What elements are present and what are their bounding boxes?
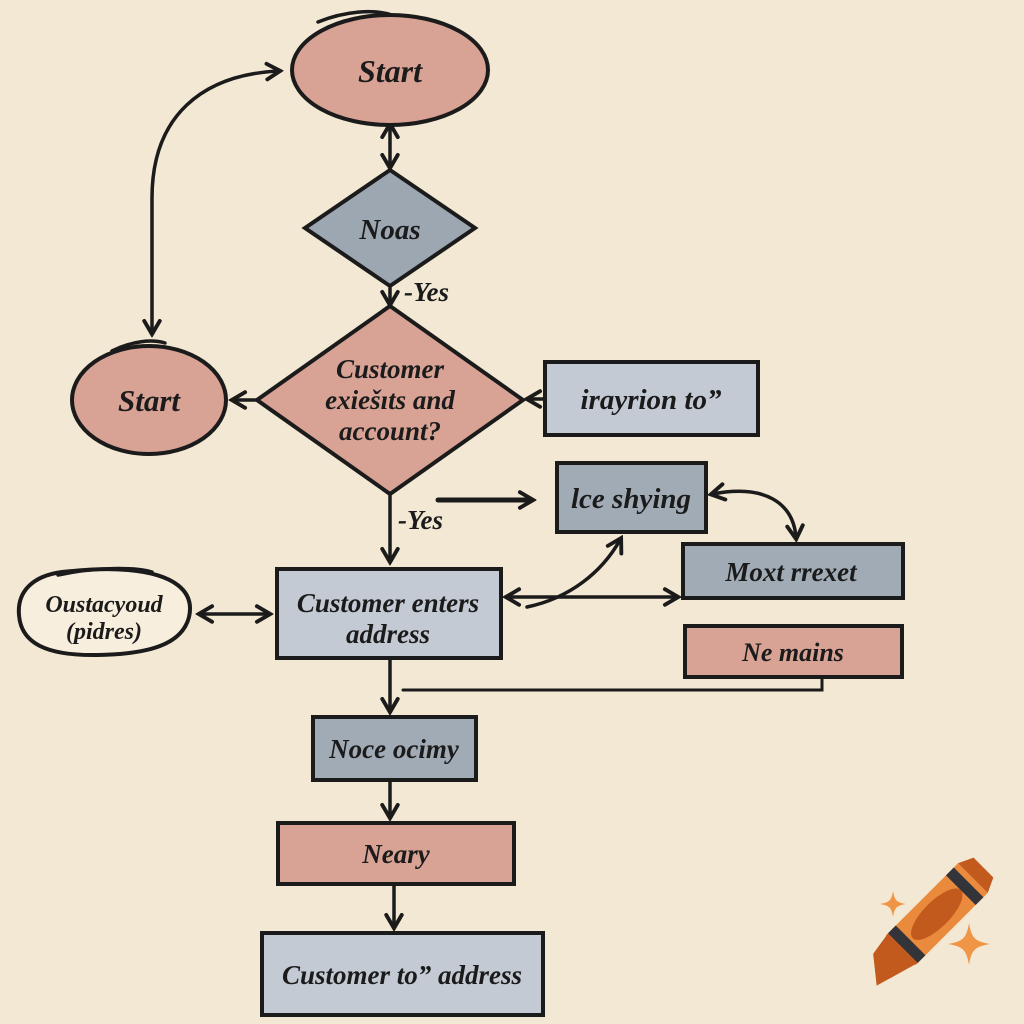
oustacyoud-line1: Oustacyoud — [45, 592, 163, 618]
neary-rect — [276, 821, 516, 886]
sparkle-icon-small — [880, 891, 906, 917]
crayon-tip — [873, 933, 918, 986]
ne-mains-rect — [683, 624, 904, 679]
node-customer-decision: Customer exiešıts and account? — [253, 303, 527, 497]
start-top-label: Start — [358, 53, 423, 89]
crayon-cap — [957, 857, 994, 894]
ne-mains-label: Ne mains — [741, 638, 844, 667]
node-customer-address: Customer to” address — [260, 931, 545, 1017]
node-ice-shying: lce shying — [555, 461, 708, 534]
node-neary: Neary — [276, 821, 516, 886]
irayrion-rect — [543, 360, 760, 437]
moxt-rexet-rect — [681, 542, 905, 600]
node-irayrion: irayrion to” — [543, 360, 760, 437]
ice-shying-rect — [555, 461, 708, 534]
crayon-icon — [873, 857, 994, 986]
edge-ne-mains-elbow — [401, 675, 824, 692]
node-ne-mains: Ne mains — [683, 624, 904, 679]
node-oustacyoud: Oustacyoud (pidres) — [16, 566, 192, 658]
customer-decision-line2: exiešıts and — [325, 385, 455, 415]
edge-label-yes-top: -Yes — [404, 277, 449, 307]
customer-address-label: Customer to” address — [282, 960, 522, 990]
node-moxt-rexet: Moxt rrexet — [681, 542, 905, 600]
start-left-label: Start — [118, 383, 181, 418]
moxt-rexet-label: Moxt rrexet — [724, 557, 858, 587]
node-start-top: Start — [290, 9, 490, 127]
sparkle-icon-large — [948, 923, 990, 965]
node-start-left: Start — [70, 339, 228, 456]
customer-decision-diamond — [253, 303, 527, 497]
node-noas: Noas — [301, 167, 479, 289]
edge-label-yes-bottom: -Yes — [398, 505, 443, 535]
crayon-label-ellipse — [911, 888, 963, 940]
customer-address-rect — [260, 931, 545, 1017]
noas-diamond — [301, 167, 479, 289]
customer-enters-line1: Customer enters — [297, 588, 479, 618]
edge-ice-shying-moxt-double — [713, 491, 796, 537]
node-customer-enters: Customer enters address — [275, 567, 503, 660]
neary-label: Neary — [361, 839, 430, 869]
irayrion-label: irayrion to” — [581, 384, 722, 416]
customer-enters-rect — [275, 567, 503, 660]
customer-decision-line1: Customer — [336, 354, 445, 384]
customer-enters-line2: address — [346, 619, 430, 649]
edges-layer — [152, 71, 824, 926]
edge-startleft-to-starttop — [152, 71, 278, 332]
oustacyoud-line2: (pidres) — [66, 619, 142, 645]
start-left-ellipse — [70, 344, 228, 456]
noce-ocimy-label: Noce ocimy — [328, 734, 460, 764]
start-top-sketch-accent — [316, 9, 394, 24]
noce-ocimy-rect — [311, 715, 478, 782]
customer-decision-line3: account? — [339, 416, 441, 446]
crayon-band-top — [945, 867, 984, 906]
oustacyoud-sketch-accent — [56, 566, 154, 577]
noas-label: Noas — [358, 214, 420, 246]
ice-shying-label: lce shying — [571, 483, 691, 515]
node-noce-ocimy: Noce ocimy — [311, 715, 478, 782]
start-left-sketch-accent — [110, 339, 167, 353]
crayon-band-bottom — [887, 925, 926, 964]
